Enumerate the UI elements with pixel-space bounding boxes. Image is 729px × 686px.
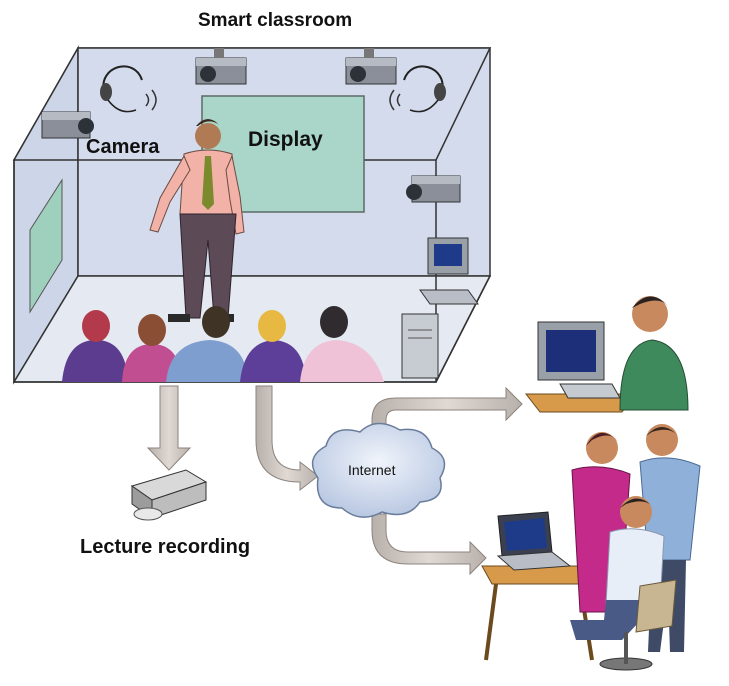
remote-student-desktop — [524, 296, 689, 413]
arrow-to-remote-student — [371, 386, 523, 441]
lecture-recording-label: Lecture recording — [80, 536, 251, 558]
student-figure — [62, 310, 128, 382]
camera-label: Camera — [86, 136, 160, 158]
headset-icon — [100, 65, 157, 113]
student-figure — [122, 314, 182, 382]
camera-icon — [345, 48, 397, 85]
side-window — [29, 178, 63, 314]
remote-group-laptop — [481, 424, 701, 671]
diagram-title: Smart classroom — [198, 10, 353, 31]
internet-cloud — [311, 422, 446, 518]
headset-icon — [389, 65, 446, 113]
arrow-to-internet — [255, 385, 319, 492]
camera-icon — [195, 48, 247, 85]
camera-icon — [406, 175, 461, 203]
classroom-computer — [401, 237, 479, 379]
camera-icon — [41, 111, 94, 139]
student-figure — [300, 306, 384, 382]
arrow-to-recording — [146, 385, 192, 471]
display-label: Display — [248, 128, 323, 151]
student-figure — [240, 310, 306, 382]
internet-label: Internet — [348, 462, 396, 478]
student-figure — [166, 306, 248, 382]
recording-device-icon — [130, 469, 208, 521]
teacher-figure — [149, 119, 245, 322]
arrow-to-remote-group — [371, 513, 487, 576]
